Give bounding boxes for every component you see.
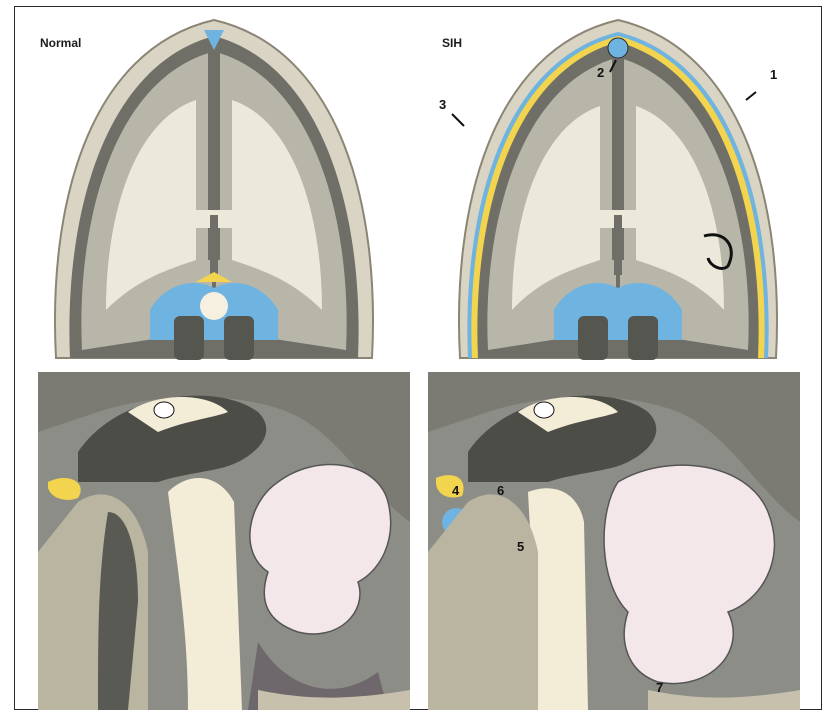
coronal-normal-panel <box>46 10 382 360</box>
label-7: 7 <box>656 681 663 694</box>
label-5: 5 <box>517 540 524 553</box>
label-3: 3 <box>439 98 446 111</box>
coronal-sih-panel <box>438 10 798 360</box>
coronal-sih-illustration <box>438 10 798 360</box>
sagittal-normal-illustration <box>38 372 410 710</box>
label-2: 2 <box>597 66 604 79</box>
sagittal-normal-panel <box>38 372 410 710</box>
coronal-normal-illustration <box>46 10 382 360</box>
title-normal: Normal <box>40 36 81 50</box>
label-1: 1 <box>770 68 777 81</box>
title-sih: SIH <box>442 36 462 50</box>
label-6: 6 <box>497 484 504 497</box>
label-4: 4 <box>452 484 459 497</box>
sagittal-sih-illustration <box>428 372 800 710</box>
sagittal-sih-panel <box>428 372 800 710</box>
